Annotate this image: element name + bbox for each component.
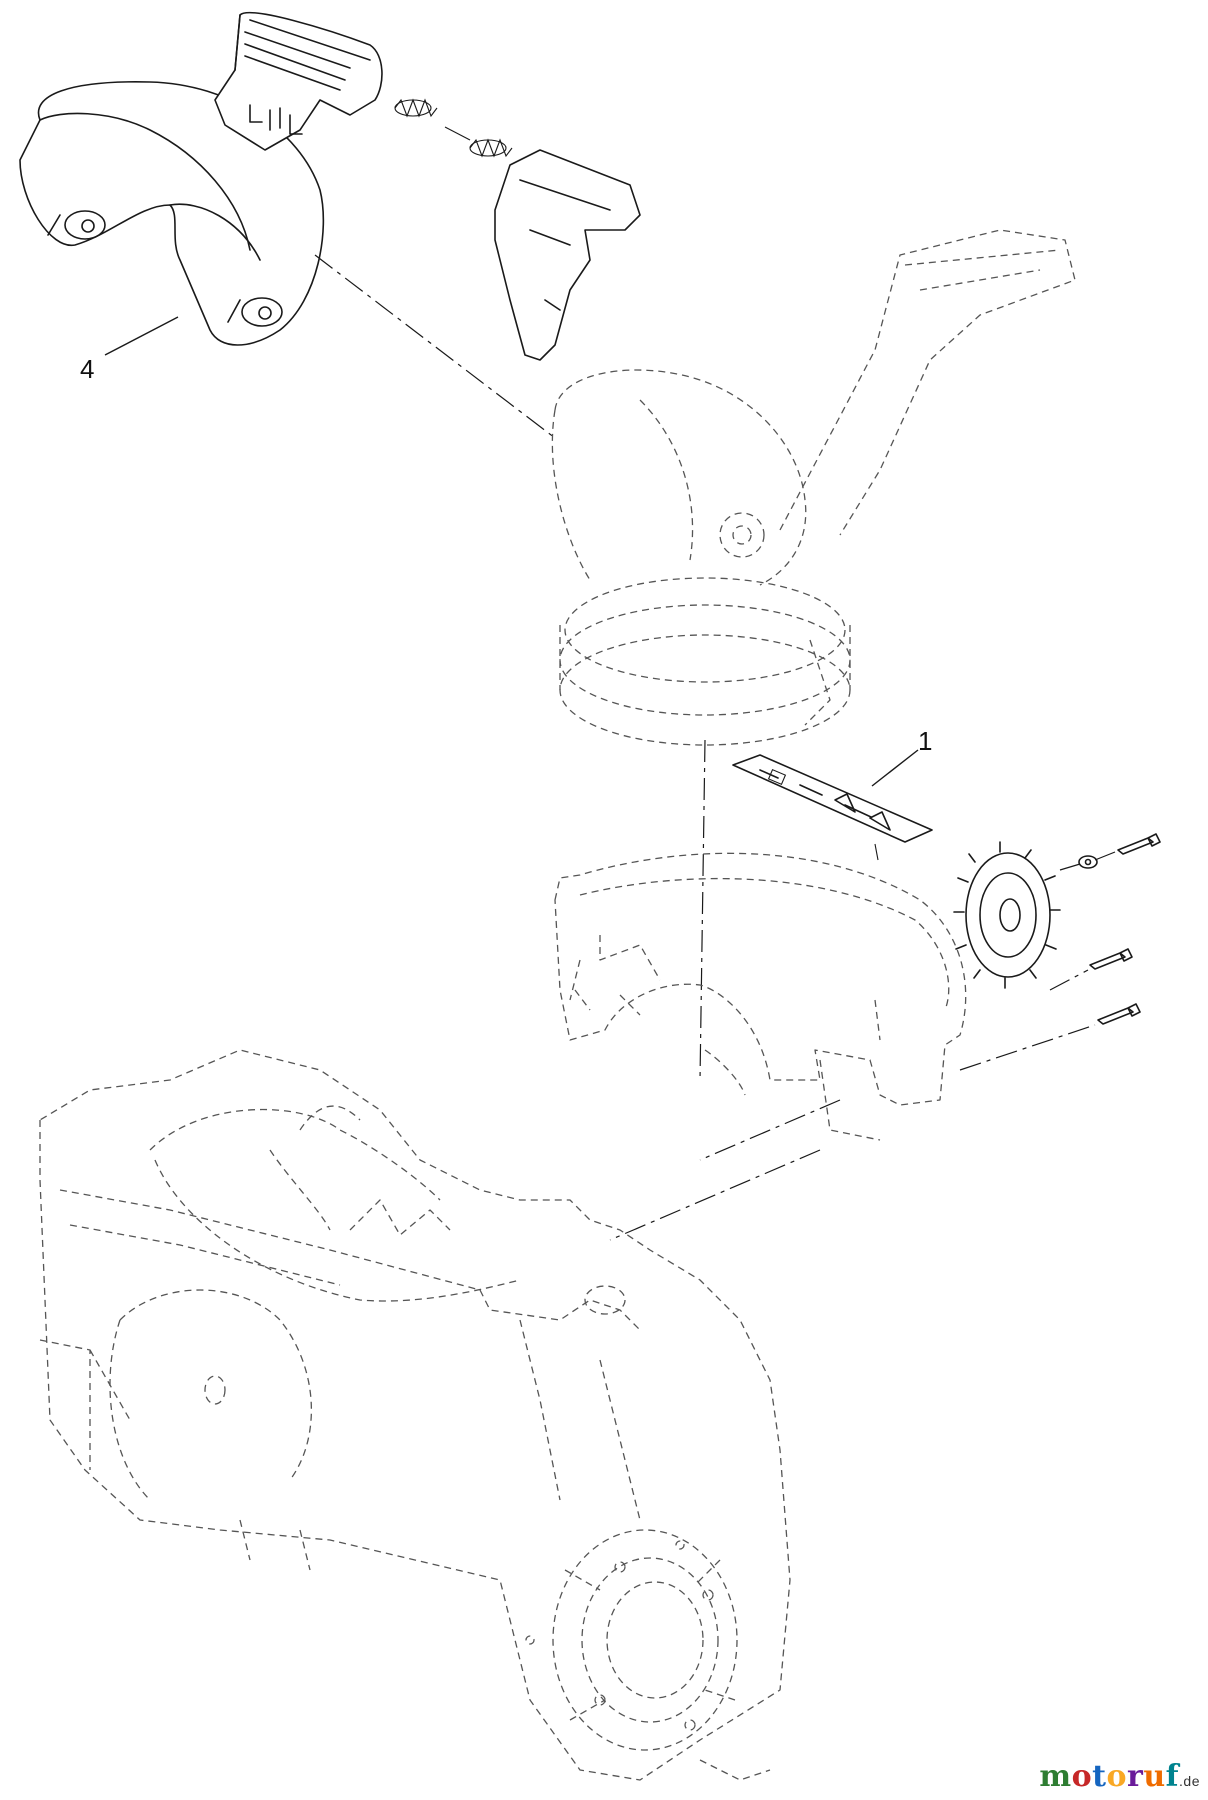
chute-ghost — [551, 229, 1076, 746]
chute-ring-plate — [554, 852, 967, 1141]
logo-letter: t — [1092, 1759, 1107, 1794]
logo-letter: o — [1071, 1759, 1093, 1794]
callout-1-label: 1 — [918, 726, 933, 756]
motoruf-logo: motoruf.de — [1039, 1759, 1200, 1794]
auger-housing — [39, 1049, 791, 1781]
safety-decal — [732, 754, 933, 861]
logo-letter: u — [1143, 1759, 1166, 1794]
spring-pair — [394, 98, 513, 158]
callout-4-line — [104, 316, 179, 356]
logo-tld: .de — [1179, 1773, 1200, 1789]
callout-1-line — [871, 749, 919, 787]
logo-letter: m — [1039, 1759, 1072, 1794]
logo-letter: f — [1165, 1759, 1180, 1794]
logo-letter: r — [1127, 1759, 1144, 1794]
deflector-handle — [214, 11, 383, 151]
washer-and-screws — [609, 833, 1161, 1241]
chute-gear — [953, 841, 1061, 989]
logo-letter: o — [1106, 1759, 1127, 1794]
chute-deflector — [19, 81, 325, 346]
logo-letters: motoruf — [1039, 1759, 1179, 1794]
trigger-bracket — [494, 149, 641, 361]
callout-4-label: 4 — [80, 354, 95, 384]
